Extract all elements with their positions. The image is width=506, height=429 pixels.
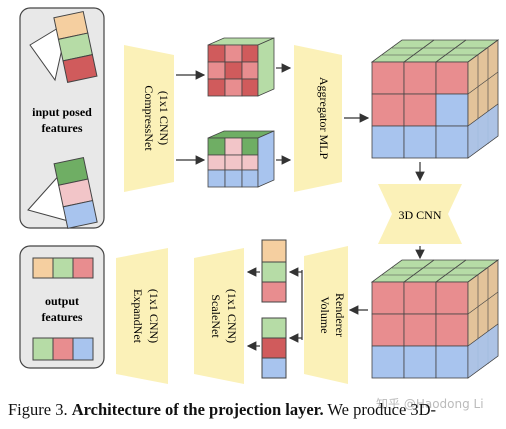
scalenet-label: ScaleNet — [209, 294, 223, 338]
output-features-panel: output features — [19, 245, 105, 369]
feature-strip-bottom — [53, 156, 98, 229]
compressnet-label: CompressNet — [142, 85, 156, 151]
compressed-volume-bottom — [207, 130, 275, 188]
aggregated-volume — [370, 39, 500, 159]
volume-renderer-label: Volume — [318, 296, 332, 333]
output-features-label-2: features — [41, 310, 82, 324]
input-features-label-2: features — [41, 121, 82, 135]
compressnet-block: CompressNet (1x1 CNN) — [124, 45, 174, 192]
watermark-text: 知乎 @Haodong Li — [376, 397, 484, 411]
rendered-strip-bottom — [261, 317, 287, 379]
compressed-volume-top — [207, 37, 275, 97]
cnn3d-block: 3D CNN — [378, 184, 462, 244]
feature-strip-top — [53, 10, 98, 83]
aggregator-block: Aggregator MLP — [294, 45, 342, 192]
refined-volume — [370, 259, 500, 379]
aggregator-label: Aggregator MLP — [317, 77, 331, 160]
figure-caption: Figure 3. Architecture of the projection… — [8, 400, 506, 420]
scalenet-block: ScaleNet (1x1 CNN) — [194, 248, 244, 384]
scalenet-sublabel: (1x1 CNN) — [225, 289, 239, 343]
expandnet-block: ExpandNet (1x1 CNN) — [116, 248, 168, 384]
volume-renderer-block: Volume Renderer — [304, 246, 348, 384]
volume-renderer-sublabel: Renderer — [333, 293, 347, 337]
caption-prefix: Figure 3. — [8, 400, 72, 419]
compressnet-sublabel: (1x1 CNN) — [157, 91, 171, 145]
caption-bold: Architecture of the projection layer. — [71, 400, 324, 419]
expandnet-sublabel: (1x1 CNN) — [147, 289, 161, 343]
caption-suffix: We produce 3D- — [323, 400, 437, 419]
cnn3d-label: 3D CNN — [398, 208, 441, 222]
output-features-label-1: output — [45, 294, 79, 308]
expandnet-label: ExpandNet — [131, 289, 145, 344]
input-features-panel: input posed features — [19, 7, 105, 229]
input-features-label-1: input posed — [32, 105, 92, 119]
rendered-strip-top — [261, 239, 287, 303]
